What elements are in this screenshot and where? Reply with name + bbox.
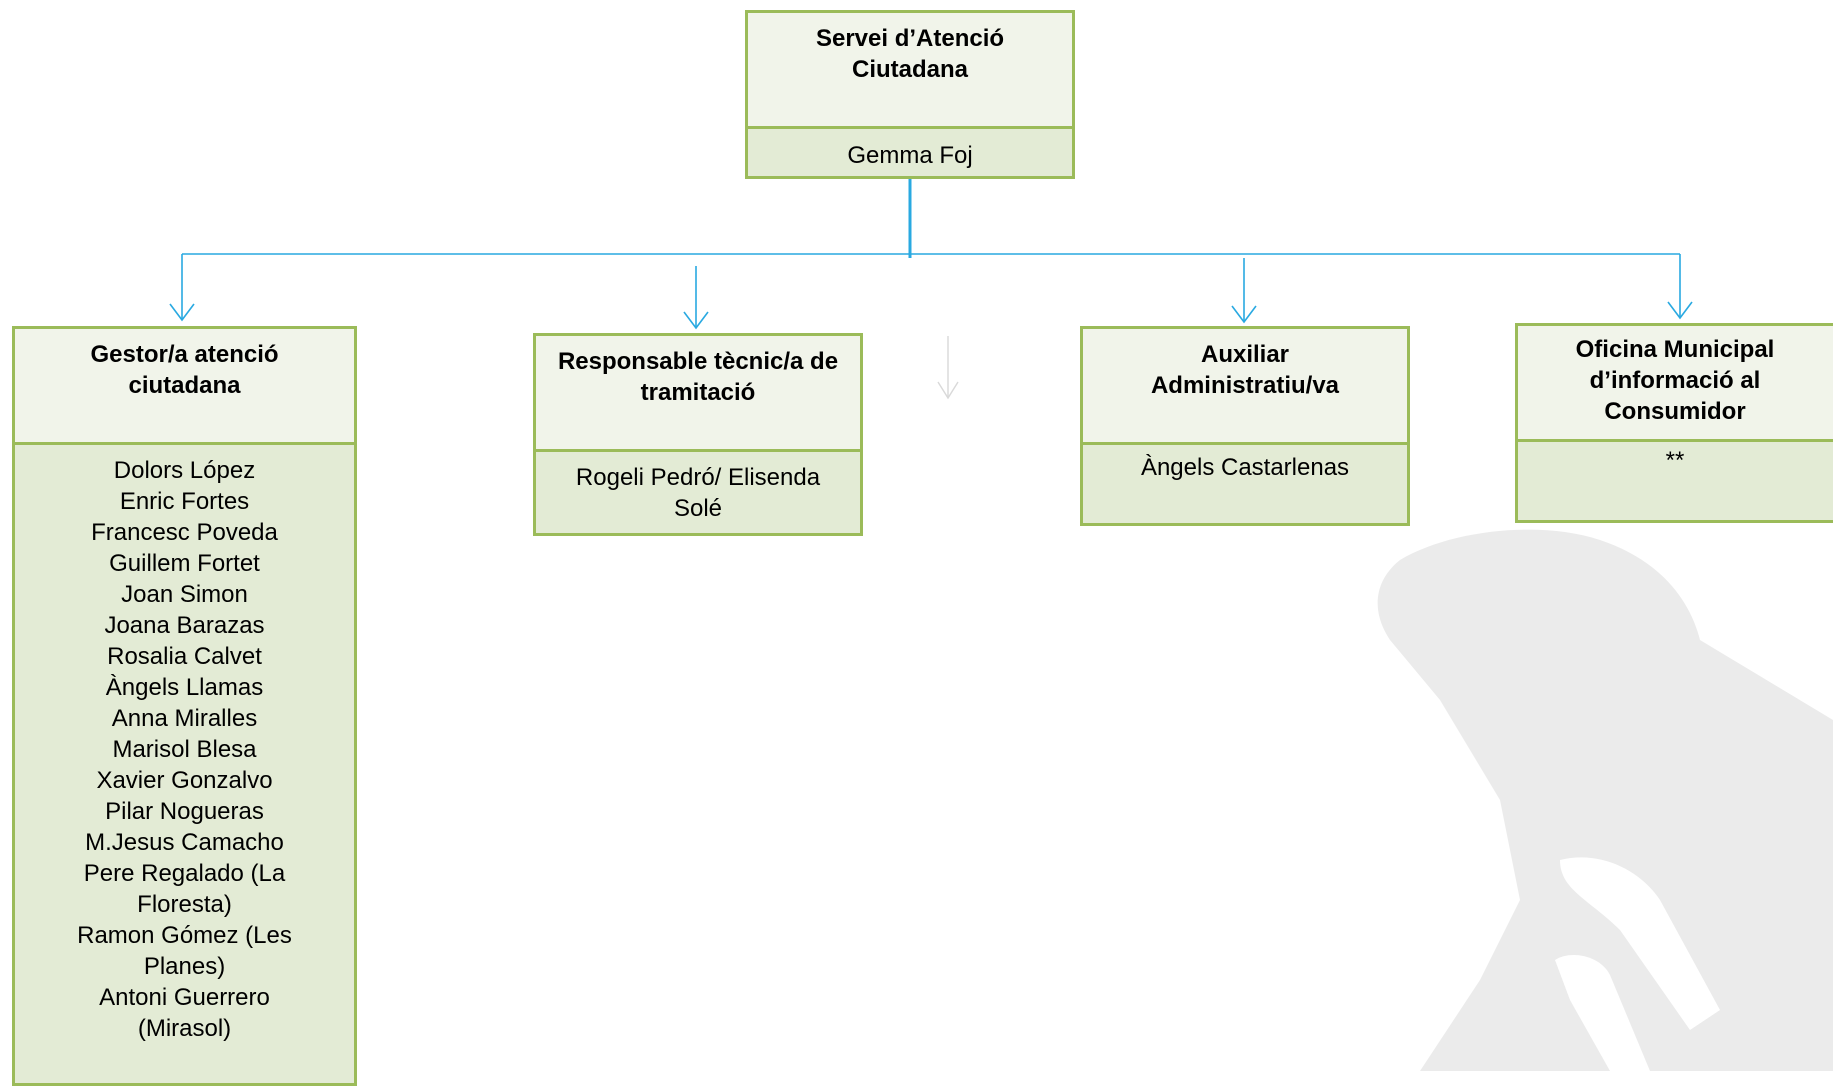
arrow-head-4 — [1667, 301, 1693, 320]
person-name: Rogeli Pedró/ Elisenda Solé — [575, 464, 821, 522]
person-name: Rosalia Calvet — [107, 643, 262, 670]
person-name: M.Jesus Camacho — [85, 829, 284, 856]
unit-box-gestor: Gestor/a atenció ciutadana Dolors López … — [12, 326, 357, 1086]
person-name: Enric Fortes — [119, 488, 250, 515]
person-name: ** — [1665, 447, 1685, 474]
person-name: Ramon Gómez (Les Planes) — [77, 922, 292, 980]
unit-box-omic: Oficina Municipal d’informació al Consum… — [1515, 323, 1833, 523]
arrow-head-3 — [1231, 305, 1257, 324]
unit-title-responsable: Responsable tècnic/a de tramitació — [536, 336, 860, 452]
unit-people-responsable: Rogeli Pedró/ Elisenda Solé — [536, 452, 860, 533]
person-name: Marisol Blesa — [112, 736, 257, 763]
person-name: Anna Miralles — [111, 705, 258, 732]
unit-box-auxiliar: Auxiliar Administratiu/va Àngels Castarl… — [1080, 326, 1410, 526]
person-name: Antoni Guerrero (Mirasol) — [99, 984, 270, 1042]
root-title: Servei d’Atenció Ciutadana — [748, 13, 1072, 129]
arrow-head-1 — [169, 303, 195, 322]
root-person: Gemma Foj — [748, 129, 1072, 176]
root-box: Servei d’Atenció Ciutadana Gemma Foj — [745, 10, 1075, 179]
unit-title-gestor: Gestor/a atenció ciutadana — [15, 329, 354, 445]
unit-people-omic: ** — [1518, 442, 1833, 520]
person-name: Àngels Castarlenas — [1140, 454, 1350, 481]
person-name: Xavier Gonzalvo — [96, 767, 273, 794]
person-name: Guillem Fortet — [109, 550, 260, 577]
person-name: Pilar Nogueras — [105, 798, 264, 825]
unit-box-responsable: Responsable tècnic/a de tramitació Rogel… — [533, 333, 863, 536]
person-name: Àngels Llamas — [105, 674, 264, 701]
person-name: Joan Simon — [121, 581, 248, 608]
unit-people-gestor: Dolors López Enric Fortes Francesc Poved… — [15, 445, 354, 1083]
faded-arrow-head — [937, 381, 959, 400]
person-name: Pere Regalado (La Floresta) — [83, 860, 286, 918]
person-name: Dolors López — [113, 457, 256, 484]
person-name: Joana Barazas — [104, 612, 265, 639]
unit-people-auxiliar: Àngels Castarlenas — [1083, 445, 1407, 523]
person-name: Francesc Poveda — [91, 519, 278, 546]
arrow-head-2 — [683, 311, 709, 330]
unit-title-auxiliar: Auxiliar Administratiu/va — [1083, 329, 1407, 445]
unit-title-omic: Oficina Municipal d’informació al Consum… — [1518, 326, 1833, 442]
